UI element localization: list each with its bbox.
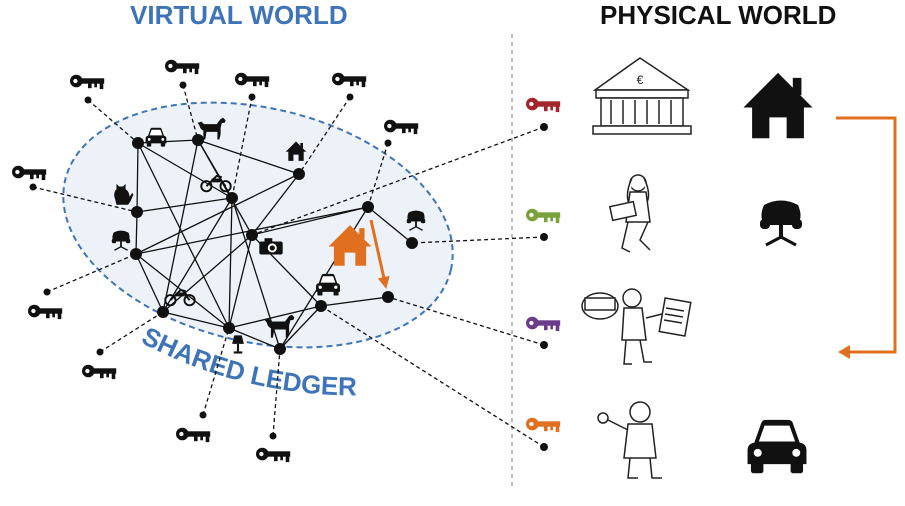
- key-icon: [28, 304, 63, 320]
- lamp-icon: [232, 335, 244, 354]
- network-edges: [135, 139, 413, 350]
- arrowhead-icon: [838, 345, 850, 359]
- key-icon: [526, 417, 561, 433]
- key-icon: [12, 165, 47, 181]
- salesman-contract-icon: [581, 288, 692, 365]
- network-node: [293, 168, 305, 180]
- network-node: [382, 291, 394, 303]
- network-node: [192, 134, 204, 146]
- network-node: [130, 248, 142, 260]
- key-icon: [70, 74, 105, 90]
- key-icon: [235, 72, 270, 88]
- key-icon: [332, 72, 367, 88]
- shared-ledger-area: [62, 101, 454, 349]
- key-connections: [32, 84, 545, 448]
- key-icon: [165, 59, 200, 75]
- svg-text:€: €: [637, 73, 644, 87]
- key-icon: [526, 97, 561, 113]
- network-node: [132, 137, 144, 149]
- car-icon: [747, 419, 807, 474]
- key-icon: [384, 119, 419, 135]
- network-node: [223, 322, 235, 334]
- transfer-arrow: [369, 219, 390, 289]
- network-node: [406, 237, 418, 249]
- network-node: [157, 306, 169, 318]
- ownership-transfer-arrow: [836, 116, 897, 354]
- chair-icon: [758, 198, 804, 247]
- key-icon: [176, 427, 211, 443]
- network-node: [246, 229, 258, 241]
- network-node: [274, 343, 286, 355]
- key-icon: [82, 364, 117, 380]
- physical-world-title: PHYSICAL WORLD: [600, 0, 837, 30]
- network-nodes: [130, 134, 418, 355]
- network-node: [226, 192, 238, 204]
- network-node: [315, 300, 327, 312]
- key-icon: [526, 208, 561, 224]
- woman-laptop-icon: [608, 174, 651, 253]
- bank-building-icon: €: [592, 57, 692, 135]
- network-node: [362, 201, 374, 213]
- man-magnifier-icon: [597, 401, 662, 479]
- network-node: [131, 206, 143, 218]
- key-icon: [256, 447, 291, 463]
- virtual-world-title: VIRTUAL WORLD: [130, 0, 348, 30]
- key-dots: [29, 81, 548, 451]
- key-icon: [526, 316, 561, 332]
- house-icon: [743, 72, 813, 139]
